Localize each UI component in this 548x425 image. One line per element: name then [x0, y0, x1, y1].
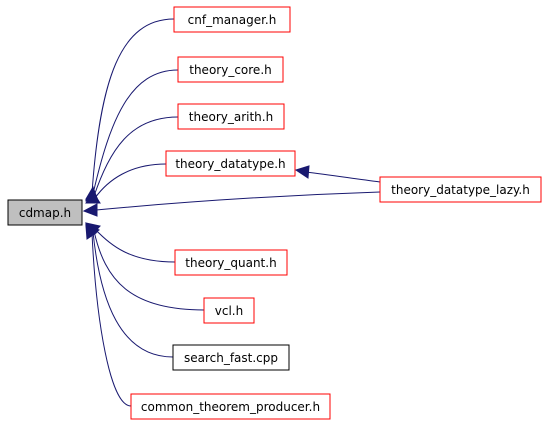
- edge-theory-datatype-lazy-to-cdmap: [95, 191, 381, 211]
- node-theory-datatype-lazy-box: [379, 176, 542, 203]
- arrowhead-theory-datatype: [85, 191, 101, 204]
- edge-theory-arith-to-cdmap: [93, 116, 179, 197]
- node-search-fast[interactable]: search_fast.cpp: [172, 344, 290, 371]
- node-theory-quant[interactable]: theory_quant.h: [174, 249, 288, 276]
- node-cnf-manager-label: cnf_manager.h: [188, 13, 277, 27]
- arrowhead-lazy-to-datatype: [294, 165, 310, 179]
- edge-theory-datatype-to-cdmap: [94, 163, 167, 199]
- node-theory-core[interactable]: theory_core.h: [177, 56, 284, 83]
- edges: [82, 18, 381, 407]
- node-theory-arith-label: theory_arith.h: [189, 110, 273, 124]
- node-vcl[interactable]: vcl.h: [203, 297, 255, 324]
- node-cdmap-box: [7, 199, 83, 226]
- node-theory-core-label: theory_core.h: [189, 63, 271, 77]
- node-search-fast-label: search_fast.cpp: [184, 351, 278, 365]
- node-search-fast-box: [172, 344, 290, 371]
- node-cnf-manager[interactable]: cnf_manager.h: [173, 6, 291, 33]
- edge-vcl-to-cdmap: [93, 230, 205, 311]
- node-theory-datatype-lazy[interactable]: theory_datatype_lazy.h: [379, 176, 542, 203]
- node-theory-quant-box: [174, 249, 288, 276]
- node-common-theorem-producer-label: common_theorem_producer.h: [141, 400, 320, 414]
- node-vcl-box: [203, 297, 255, 324]
- node-theory-datatype-label: theory_datatype.h: [175, 157, 285, 171]
- arrowhead-common-theorem-producer: [85, 224, 97, 240]
- node-vcl-label: vcl.h: [215, 304, 243, 318]
- node-theory-core-box: [177, 56, 284, 83]
- node-theory-datatype-lazy-label: theory_datatype_lazy.h: [391, 183, 530, 197]
- node-cdmap[interactable]: cdmap.h: [7, 199, 83, 226]
- node-theory-datatype[interactable]: theory_datatype.h: [165, 150, 296, 177]
- arrowhead-theory-datatype-lazy: [82, 203, 98, 217]
- edge-theory-core-to-cdmap: [92, 69, 179, 195]
- edge-common-theorem-producer-to-cdmap: [91, 232, 132, 407]
- node-theory-arith[interactable]: theory_arith.h: [177, 103, 285, 130]
- node-cdmap-label: cdmap.h: [19, 206, 71, 220]
- node-common-theorem-producer[interactable]: common_theorem_producer.h: [130, 393, 331, 420]
- edge-theory-datatype-lazy-to-theory-datatype: [305, 171, 381, 183]
- node-theory-quant-label: theory_quant.h: [185, 256, 276, 270]
- edge-theory-quant-to-cdmap: [94, 228, 176, 263]
- node-common-theorem-producer-box: [130, 393, 331, 420]
- edge-cnf-manager-to-cdmap: [91, 18, 175, 194]
- node-theory-datatype-box: [165, 150, 296, 177]
- node-cnf-manager-box: [173, 6, 291, 33]
- node-theory-arith-box: [177, 103, 285, 130]
- edge-search-fast-to-cdmap: [92, 231, 174, 358]
- nodes: cdmap.h cnf_manager.h theory_core.h theo…: [7, 6, 542, 420]
